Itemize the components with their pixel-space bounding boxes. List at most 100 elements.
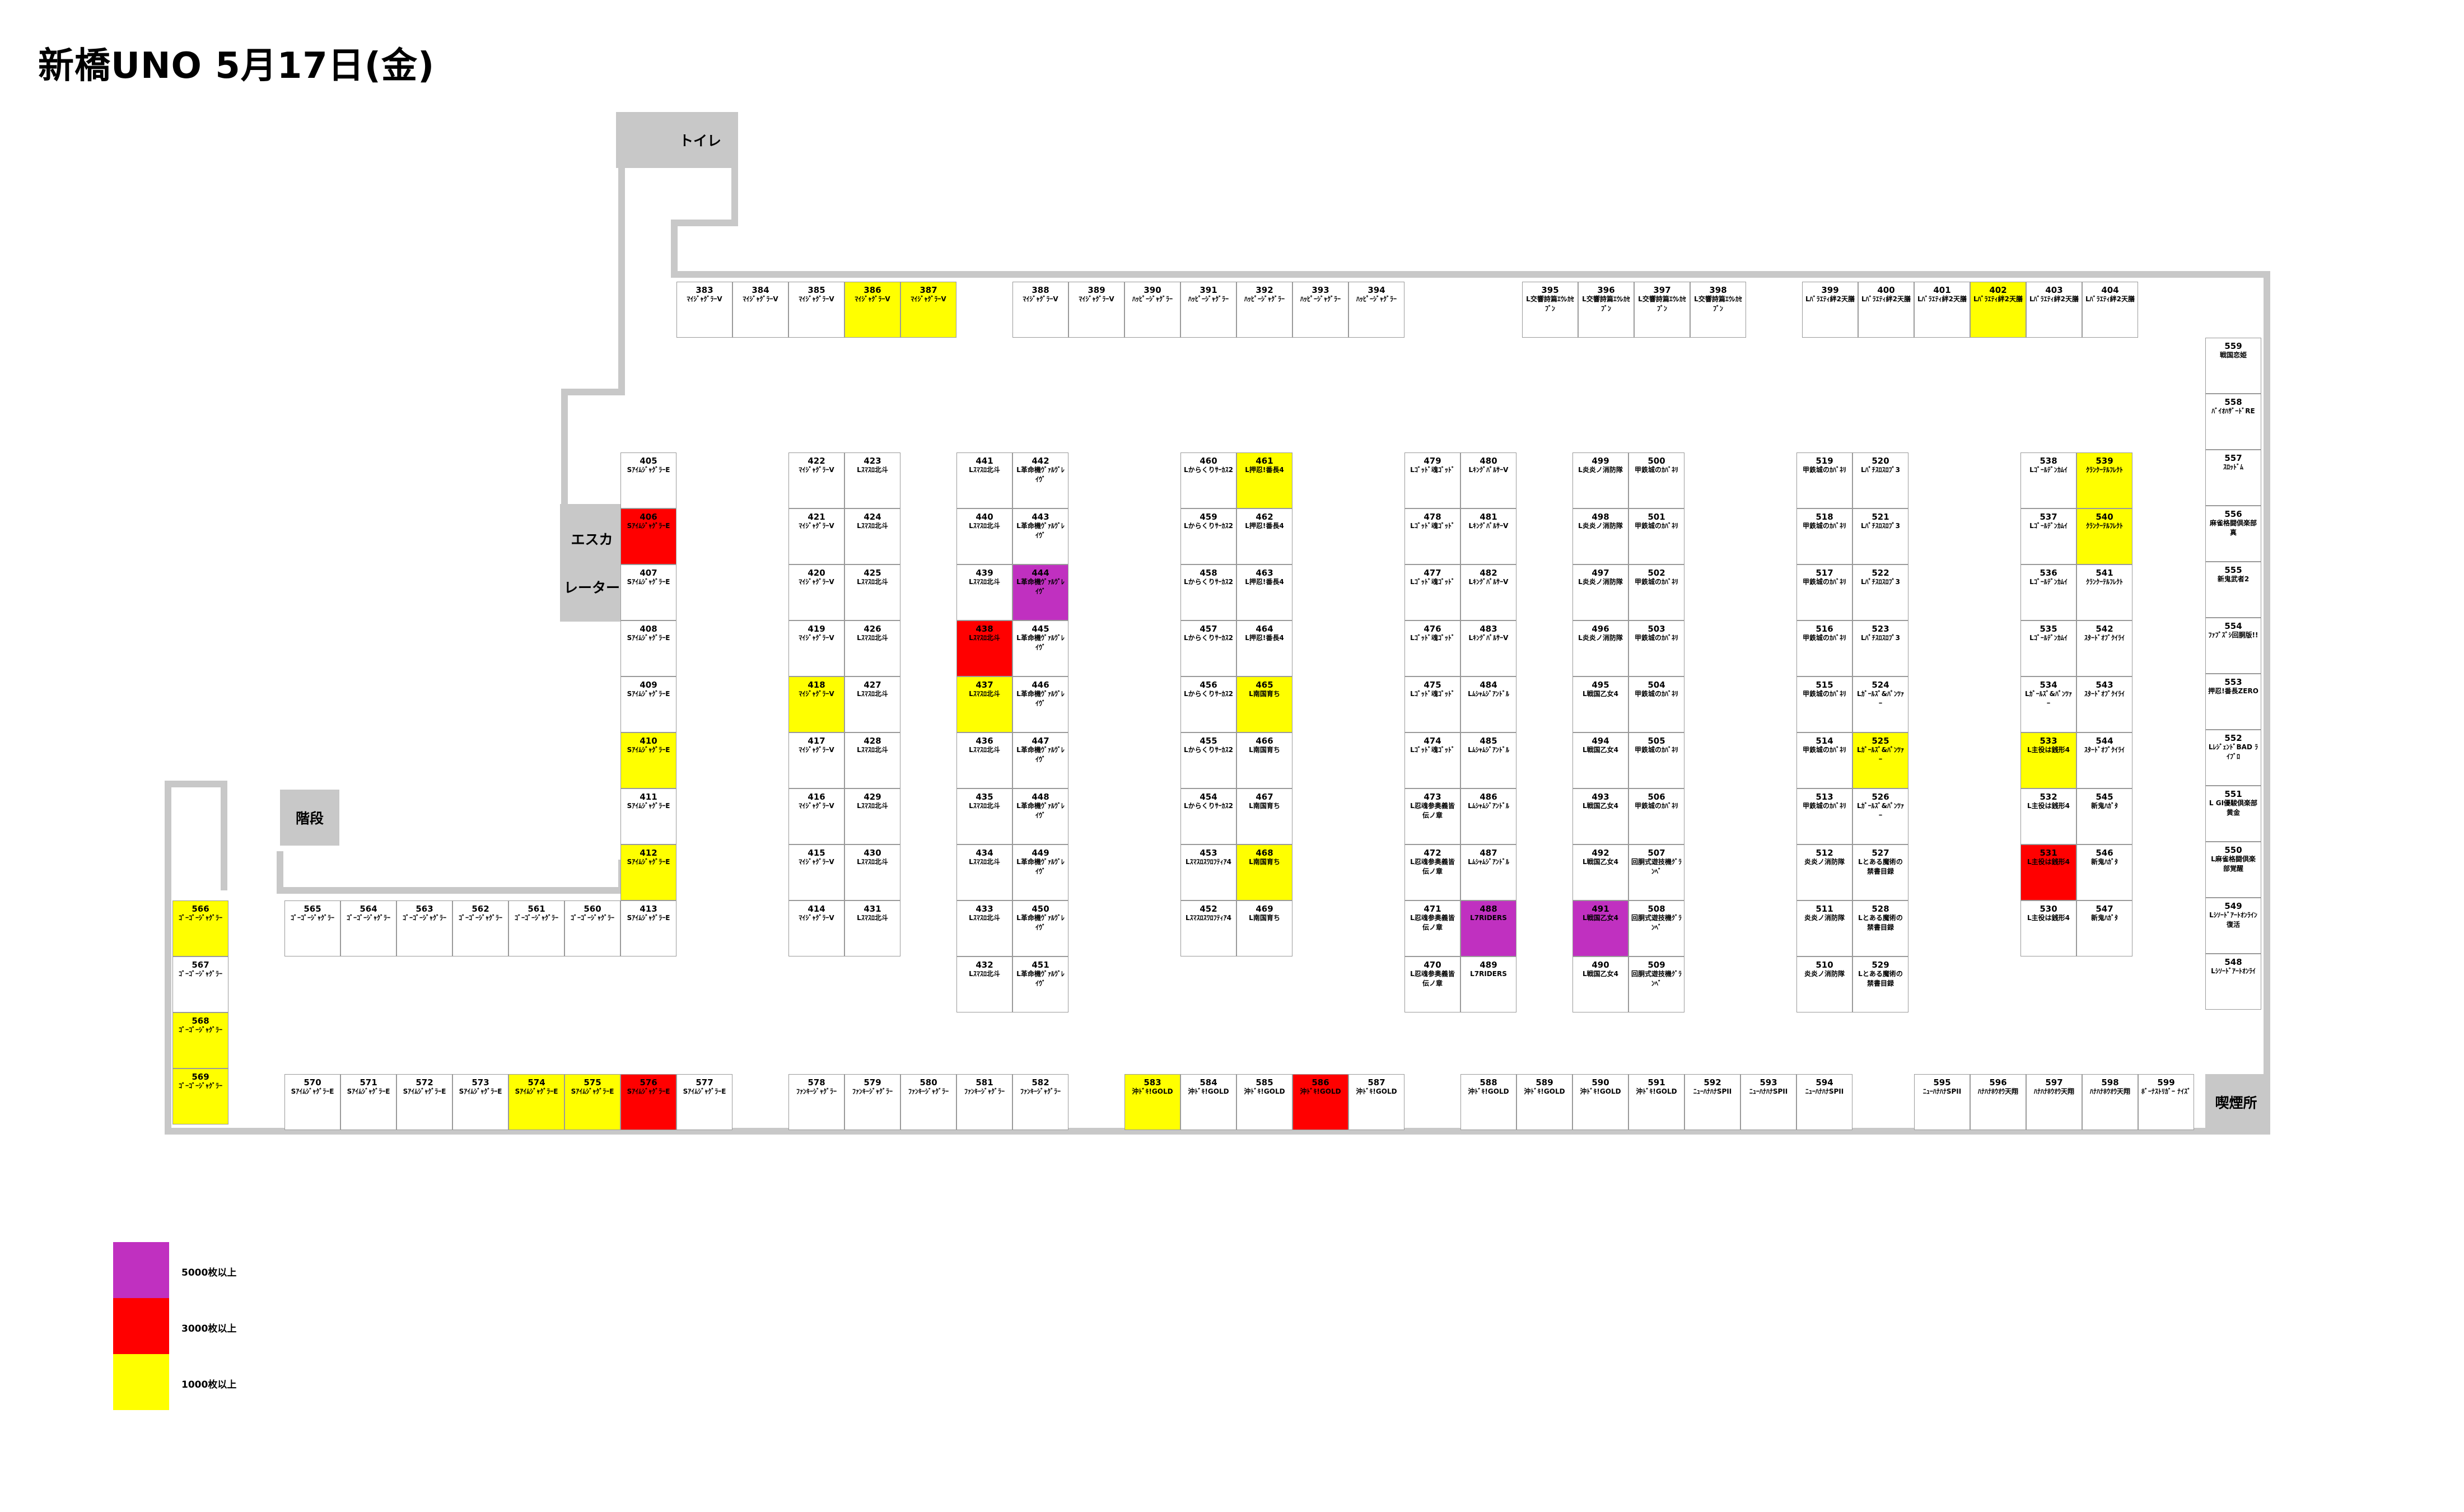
- machine-number: 581: [976, 1077, 993, 1088]
- machine-number: 384: [752, 285, 769, 295]
- machine-name: SｱｲﾑｼﾞｬｸﾞﾗｰE: [627, 914, 670, 922]
- machine-number: 564: [360, 904, 377, 914]
- machine-name: Lからくりｻｰｶｽ2: [1184, 690, 1233, 698]
- machine-name: SｱｲﾑｼﾞｬｸﾞﾗｰE: [627, 802, 670, 810]
- machine-number: 596: [1989, 1077, 2007, 1088]
- machine-number: 480: [1480, 456, 1497, 466]
- machine-number: 453: [1200, 848, 1217, 858]
- machine-number: 537: [2040, 512, 2057, 522]
- machine-number: 586: [1312, 1077, 1329, 1088]
- machine-name: ｺﾞｰｺﾞｰｼﾞｬｸﾞﾗｰ: [178, 914, 222, 922]
- machine-number: 526: [1872, 792, 1889, 802]
- machine-number: 410: [640, 736, 657, 746]
- machine-name: L忍魂参奥義皆伝ノ章: [1410, 858, 1455, 875]
- machine-name: Lからくりｻｰｶｽ2: [1184, 466, 1233, 474]
- machine-name: L戦国乙女4: [1583, 858, 1618, 866]
- machine-number: 524: [1872, 680, 1889, 690]
- machine-number: 580: [920, 1077, 937, 1088]
- machine-name: 回胴式遊技機ｸﾞﾗﾝﾍﾞ: [1631, 914, 1682, 931]
- machine-number: 516: [1816, 624, 1833, 634]
- machine-number: 504: [1648, 680, 1665, 690]
- machine-number: 481: [1480, 512, 1497, 522]
- machine-name: 沖ﾄﾞｷ!GOLD: [1468, 1088, 1509, 1095]
- machine-number: 574: [528, 1077, 545, 1088]
- machine-name: Lｽﾏｽﾛ北斗: [969, 466, 1000, 474]
- machine-name: Lｺﾞｯﾄﾞ魂ｺﾞｯﾄﾞ: [1410, 578, 1455, 586]
- machine-number: 517: [1816, 568, 1833, 578]
- machine-number: 449: [1032, 848, 1049, 858]
- machine-name: 甲鉄城のｶﾊﾞﾈﾘ: [1634, 690, 1678, 698]
- machine-number: 438: [976, 624, 993, 634]
- machine-name: 甲鉄城のｶﾊﾞﾈﾘ: [1634, 802, 1678, 810]
- machine-name: SｱｲﾑｼﾞｬｸﾞﾗｰE: [403, 1088, 446, 1095]
- machine-number: 511: [1816, 904, 1833, 914]
- machine-number: 506: [1648, 792, 1665, 802]
- machine-name: 回胴式遊技機ｸﾞﾗﾝﾍﾞ: [1631, 970, 1682, 987]
- machine-name: ｺﾞｰｺﾞｰｼﾞｬｸﾞﾗｰ: [402, 914, 446, 922]
- machine-name: Lとある魔術の禁書目録: [1858, 970, 1903, 987]
- machine-number: 595: [1933, 1077, 1951, 1088]
- machine-name: ﾏｲｼﾞｬｸﾞﾗｰV: [855, 295, 890, 303]
- machine-name: SｱｲﾑｼﾞｬｸﾞﾗｰE: [347, 1088, 390, 1095]
- machine-name: L忍魂参奥義皆伝ノ章: [1410, 970, 1455, 987]
- machine-number: 484: [1480, 680, 1497, 690]
- machine-name: L革命機ｳﾞｧﾙｳﾞﾚｲｳﾞ: [1016, 802, 1065, 819]
- machine-number: 459: [1200, 512, 1217, 522]
- machine-name: SｱｲﾑｼﾞｬｸﾞﾗｰE: [627, 1088, 670, 1095]
- machine-name: ﾊﾅﾊﾅﾎｳｵｳ天翔: [1977, 1088, 2018, 1095]
- machine-number: 472: [1424, 848, 1441, 858]
- machine-number: 489: [1480, 960, 1497, 970]
- machine-name: ﾆｭｰﾊﾅﾊﾅSPII: [1749, 1088, 1788, 1095]
- machine-number: 408: [640, 624, 657, 634]
- machine-name: SｱｲﾑｼﾞｬｸﾞﾗｰE: [627, 522, 670, 530]
- machine-name: ｸﾗﾝｸｰﾃﾙﾌﾚｸﾄ: [2085, 522, 2123, 530]
- machine-name: L革命機ｳﾞｧﾙｳﾞﾚｲｳﾞ: [1016, 466, 1065, 483]
- machine-number: 521: [1872, 512, 1889, 522]
- machine-name: Lﾊﾞﾗｴﾃｨ絆2天膳: [2029, 295, 2079, 303]
- machine-number: 450: [1032, 904, 1049, 914]
- machine-name: Lﾑｼｬﾑｼﾞｱﾝﾄﾞﾙ: [1468, 802, 1509, 810]
- machine-number: 460: [1200, 456, 1217, 466]
- machine-name: Lｽﾏｽﾛｽﾜﾛﾌﾃｨｱ4: [1186, 858, 1231, 866]
- machine-name: ﾆｭｰﾊﾅﾊﾅSPII: [1693, 1088, 1732, 1095]
- machine-name: Lﾊﾞﾗｴﾃｨ絆2天膳: [1917, 295, 1967, 303]
- machine-number: 501: [1648, 512, 1665, 522]
- machine-name: ﾊｯﾋﾟｰｼﾞｬｸﾞﾗｰ: [1244, 295, 1285, 303]
